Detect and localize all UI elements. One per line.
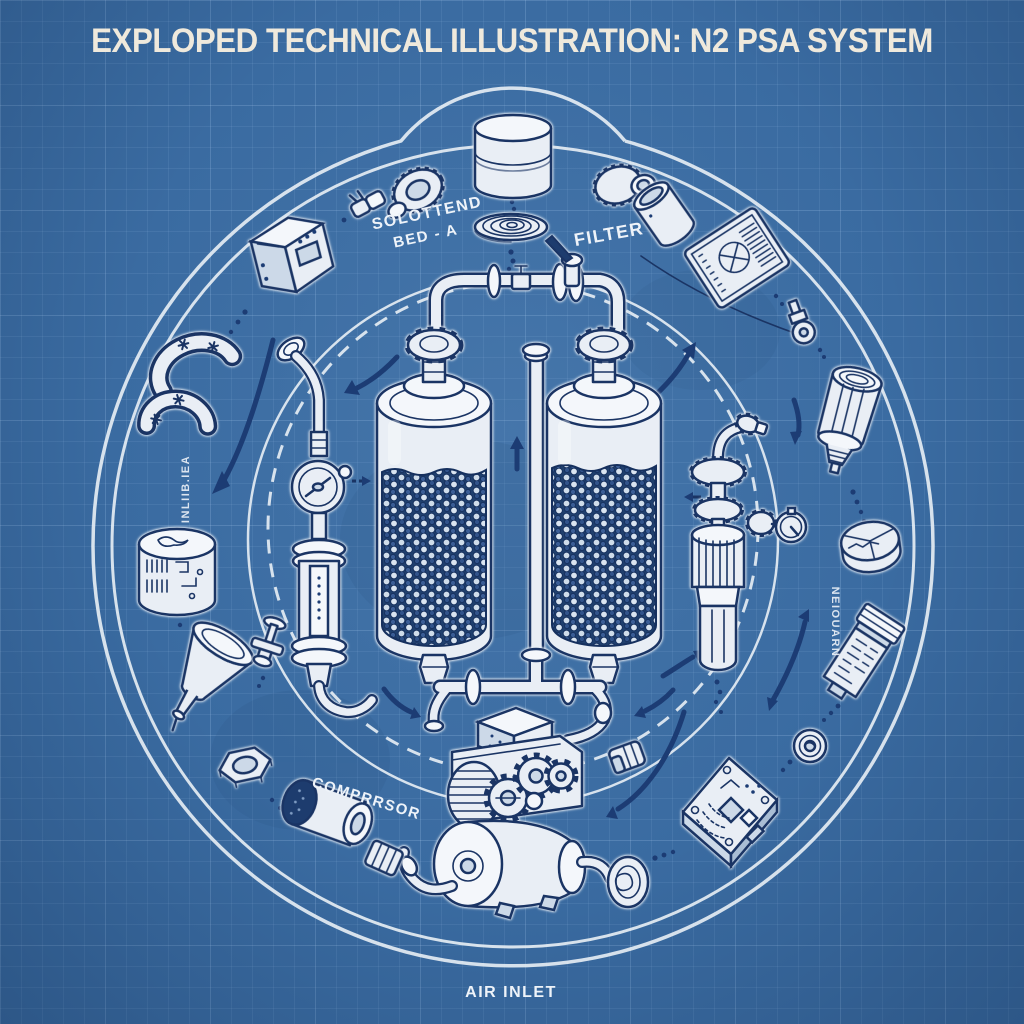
pulley-wheel xyxy=(606,855,650,909)
vent-panel xyxy=(683,207,791,309)
dotted-trails xyxy=(177,195,866,861)
label-air-inlet: AIR INLET xyxy=(465,984,557,1001)
capsule-fitting xyxy=(348,189,387,219)
bed-a-bottom-neck xyxy=(418,653,450,685)
filter-cartridge xyxy=(822,602,906,701)
pipe-clamps xyxy=(137,332,243,436)
muffler xyxy=(281,778,374,847)
svg-text:EXPLOPED TECHNICAL ILLUSTRATIO: EXPLOPED TECHNICAL ILLUSTRATION: N2 PSA … xyxy=(91,21,933,60)
page-title: EXPLOPED TECHNICAL ILLUSTRATION: N2 PSA … xyxy=(91,21,933,60)
segmented-puck xyxy=(839,520,902,574)
sorbent-bed-a-vessel xyxy=(375,326,493,685)
outlet-fitting xyxy=(608,740,646,775)
pressure-gauge xyxy=(745,506,808,544)
hex-nut xyxy=(218,746,273,789)
funnel xyxy=(171,621,255,732)
sleeve-bushing xyxy=(632,181,696,247)
sight-glass-assembly xyxy=(276,336,378,719)
knurled-cap-left xyxy=(387,166,445,219)
knurled-cap-right xyxy=(592,163,657,207)
sorbent-bed-b-vessel xyxy=(545,326,663,685)
pin-disc-fitting xyxy=(787,298,817,345)
label-right-vertical: NEIOUARN xyxy=(829,587,841,658)
label-left-vertical: INLIIB.IEA xyxy=(180,455,192,523)
label-filter: FILTER xyxy=(572,218,645,250)
top-manifold xyxy=(428,262,626,338)
gear-small xyxy=(543,758,579,794)
bed-b-bottom-neck xyxy=(588,653,620,685)
lever-valve xyxy=(544,234,584,288)
control-box xyxy=(247,216,335,294)
filter-housing-assembly xyxy=(689,412,769,672)
air-compressor xyxy=(397,706,616,920)
circuit-board xyxy=(681,756,779,870)
pcb-canister xyxy=(137,527,217,617)
pin-valve xyxy=(250,615,287,668)
coil-fitting xyxy=(473,212,549,243)
washer xyxy=(792,728,828,764)
top-canister xyxy=(473,113,553,200)
cartridge-bottle xyxy=(817,365,883,475)
bottom-manifold xyxy=(423,647,613,746)
muffler-fitting xyxy=(364,839,404,877)
